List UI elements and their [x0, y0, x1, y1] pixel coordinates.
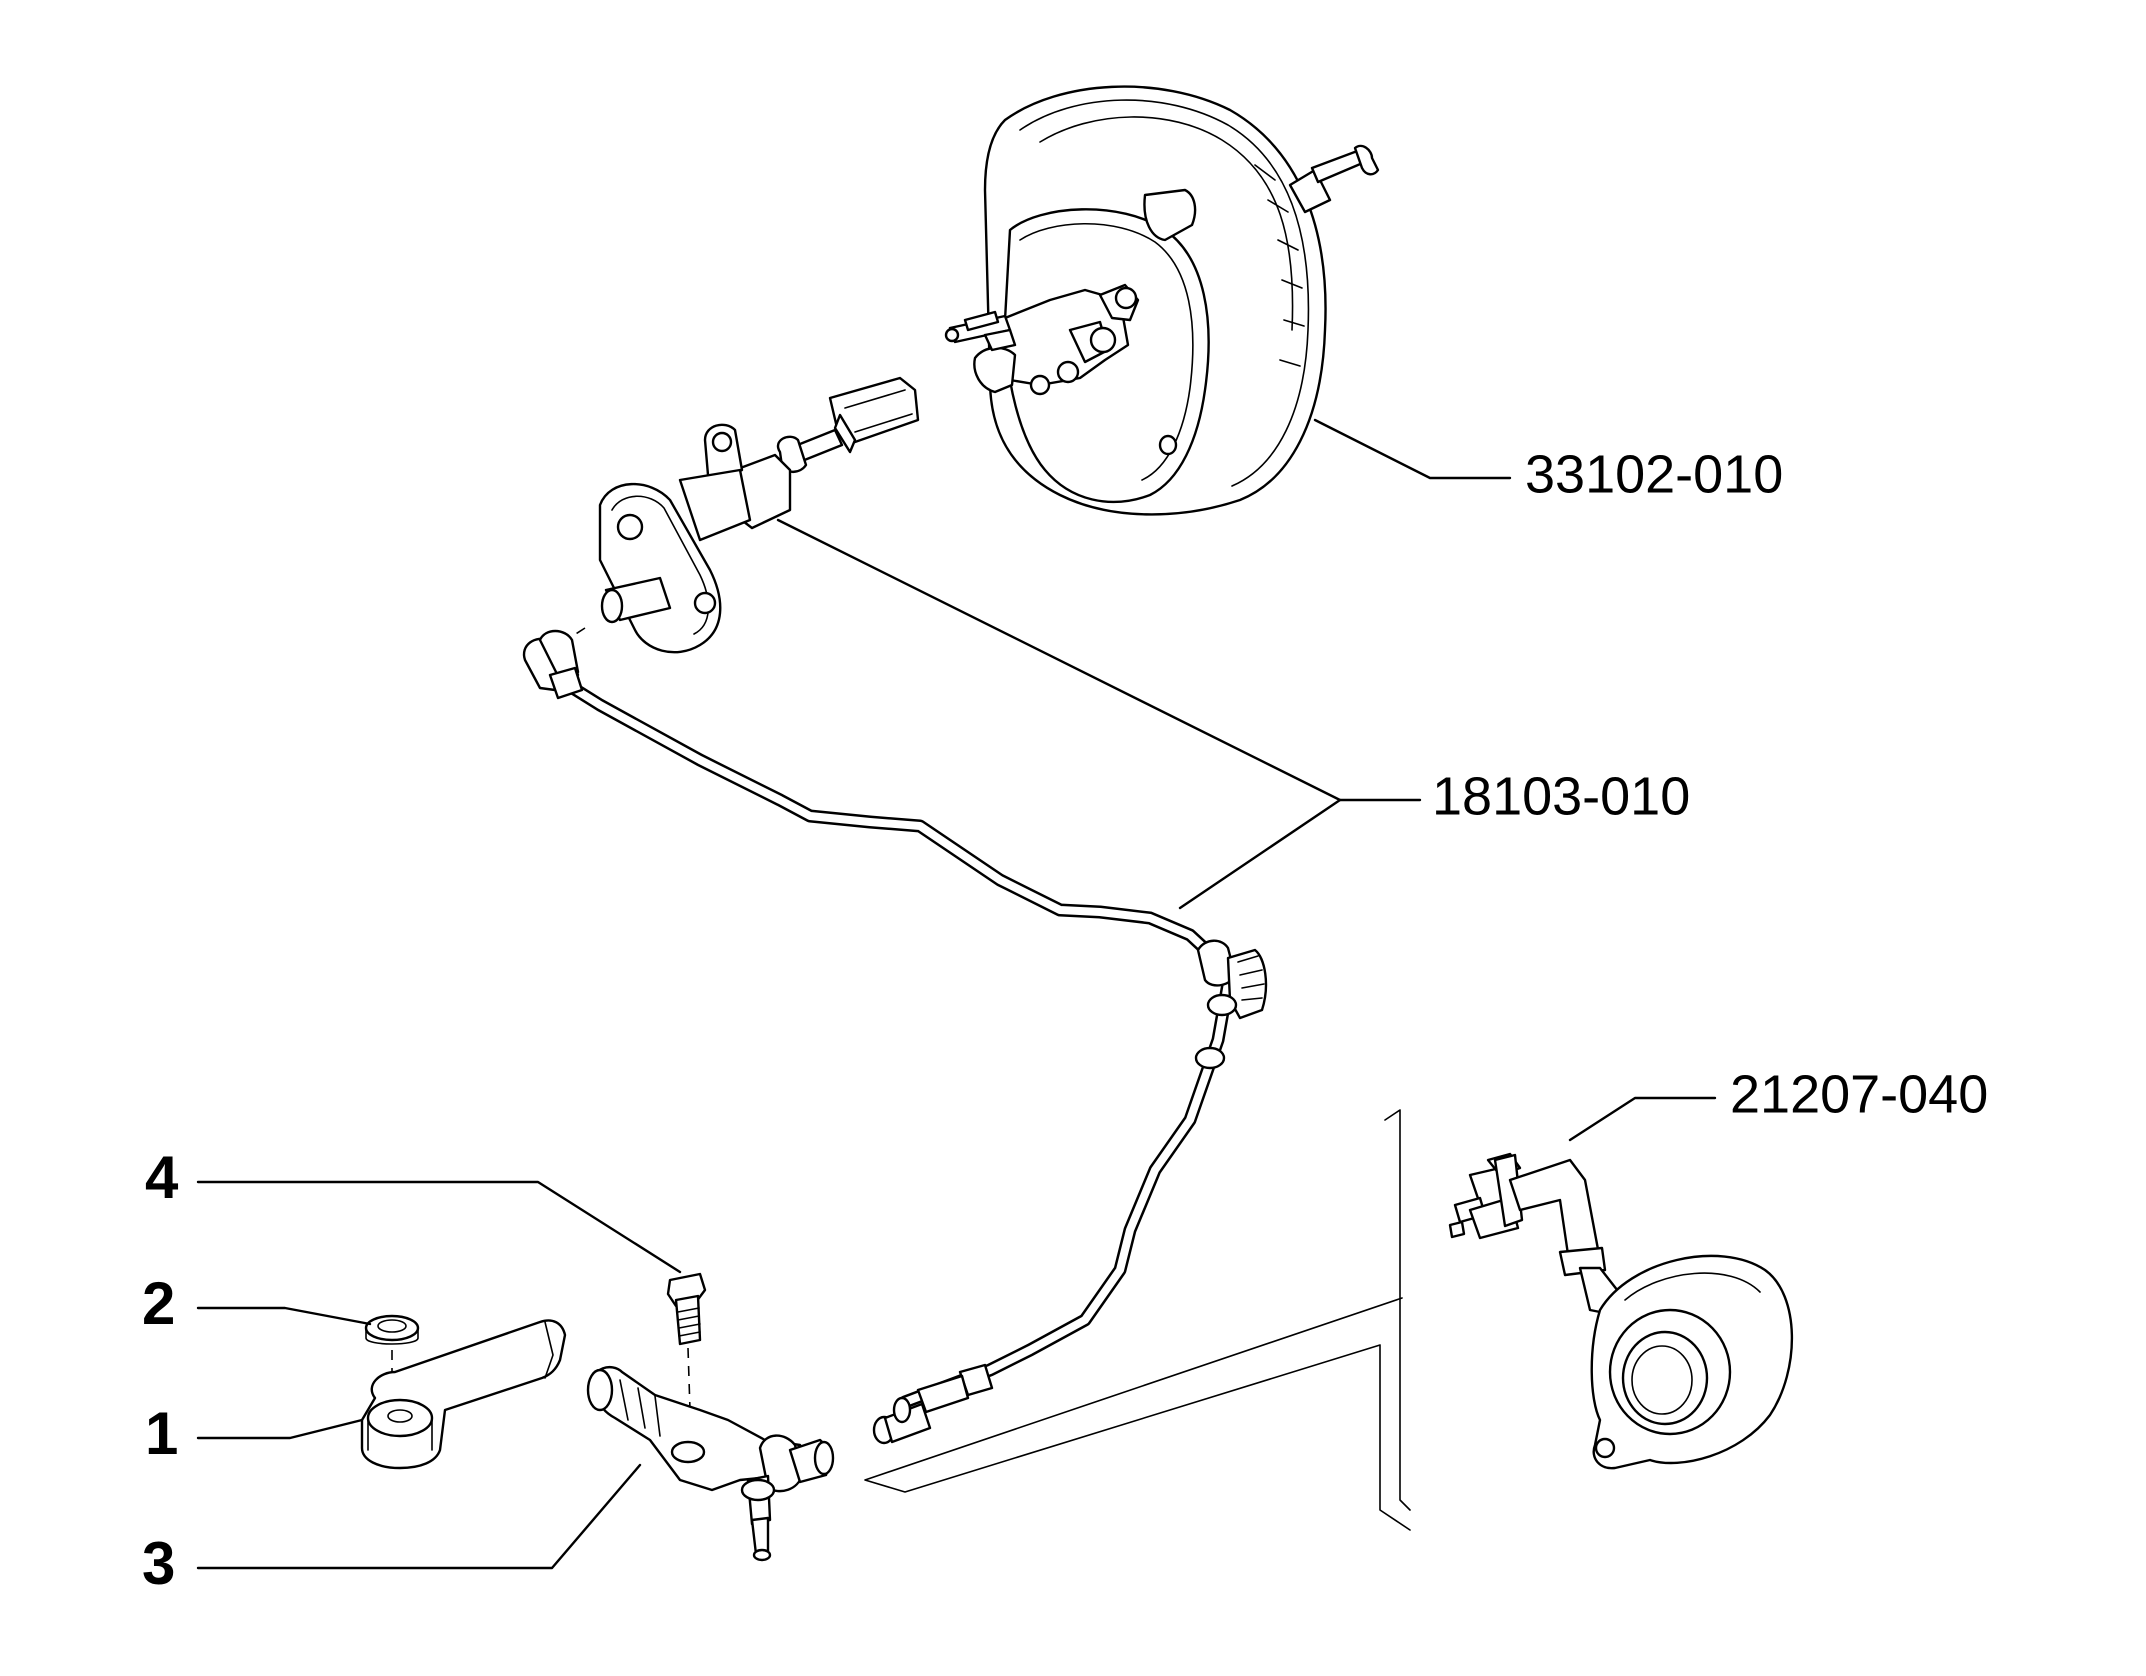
label-item-2: 2	[142, 1270, 175, 1337]
clutch-slave-cylinder	[586, 1366, 835, 1562]
clutch-hydraulic-line	[522, 629, 1268, 1445]
labels: 33102-010 18103-010 21207-040 4 2 1 3	[142, 444, 1988, 1597]
label-33102-010: 33102-010	[1525, 444, 1783, 504]
label-21207-040: 21207-040	[1730, 1064, 1988, 1124]
label-item-4: 4	[145, 1144, 179, 1211]
label-item-3: 3	[142, 1530, 175, 1597]
concentric-slave-cylinder	[864, 1109, 1794, 1531]
label-18103-010: 18103-010	[1432, 766, 1690, 826]
clutch-lever	[360, 1319, 567, 1470]
leader-lines	[196, 418, 1717, 1570]
bolt	[666, 1272, 707, 1411]
clutch-master-cylinder	[559, 376, 920, 654]
label-item-1: 1	[145, 1400, 178, 1467]
brake-booster	[944, 85, 1380, 516]
